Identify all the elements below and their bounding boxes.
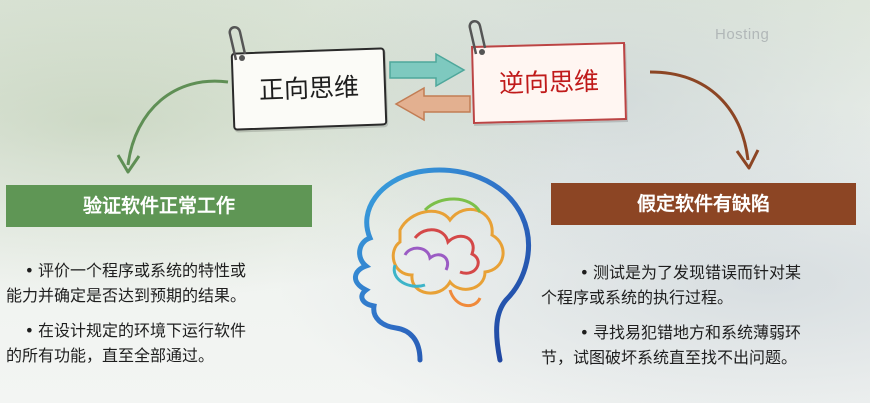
bullet-icon: •: [24, 261, 34, 280]
paperclip-pin-icon: [228, 26, 247, 61]
assume-defects-header: 假定软件有缺陷: [551, 183, 856, 225]
exchange-arrows-icon: [389, 52, 471, 122]
brain-head-icon: [353, 167, 531, 363]
bullet-icon: •: [579, 323, 589, 342]
right-bullet-2: •寻找易犯错地方和系统薄弱环 节，试图破坏系统直至找不出问题。: [541, 320, 867, 370]
verify-software-header: 验证软件正常工作: [6, 185, 312, 227]
watermark: Hosting: [715, 26, 770, 43]
left-bullet-2: •在设计规定的环境下运行软件 的所有功能，直至全部通过。: [6, 318, 326, 368]
paperclip-pin-icon: [468, 20, 487, 55]
bullet-icon: •: [24, 321, 34, 340]
left-bullet-1: •评价一个程序或系统的特性或 能力并确定是否达到预期的结果。: [6, 258, 326, 308]
bullet-icon: •: [579, 263, 589, 282]
right-bullet-1: •测试是为了发现错误而针对某 个程序或系统的执行过程。: [541, 260, 867, 310]
